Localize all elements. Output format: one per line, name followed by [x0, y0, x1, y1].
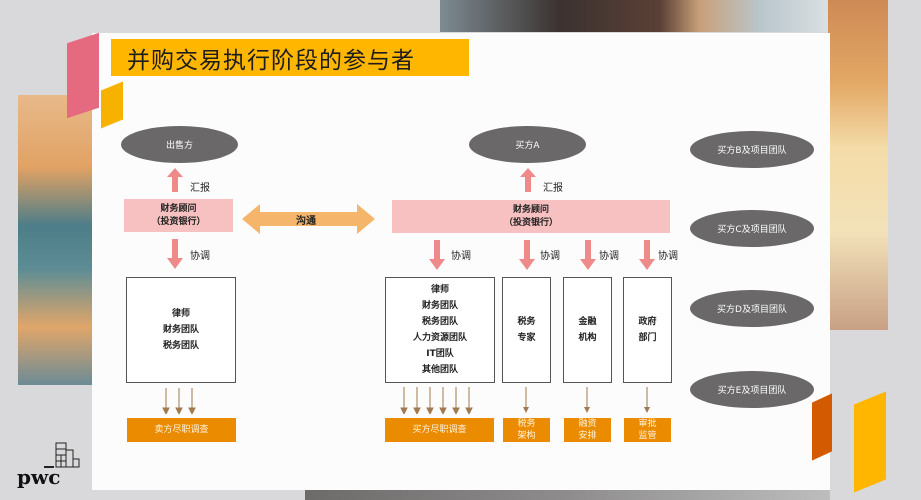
coordinate-arrow-down-icon: [639, 240, 655, 270]
seller-due-diligence-label: 卖方尽职调查: [154, 425, 209, 435]
buyer-team-box: 律师 财务团队 税务团队 人力资源团队 IT团队 其他团队: [385, 277, 495, 383]
team-item: 律师: [430, 285, 449, 295]
buyer-d-oval: 买方D及项目团队: [690, 290, 814, 327]
team-item: 财务团队: [162, 325, 199, 335]
coordinate-arrow-down-icon: [429, 240, 445, 270]
report-arrow-up-icon: [167, 168, 183, 192]
buyer-c-oval: 买方C及项目团队: [690, 210, 814, 247]
tax-expert-box: 税务 专家: [502, 277, 551, 383]
seller-coordinate-label: 协调: [190, 251, 210, 262]
team-item: 财务团队: [421, 301, 458, 311]
seller-report-label: 汇报: [190, 183, 210, 194]
box-line: 税务: [517, 317, 536, 327]
seller-oval: 出售方: [121, 126, 238, 163]
coordinate-label: 协调: [599, 251, 619, 262]
communicate-label: 沟通: [296, 216, 316, 227]
communicate-double-arrow-icon: [242, 204, 375, 234]
pwc-logo: pwc: [17, 465, 61, 489]
seller-team-box: 律师 财务团队 税务团队: [126, 277, 236, 383]
coordinate-arrow-down-icon: [519, 240, 535, 270]
buyer-oval-label: 买方D及项目团队: [717, 305, 787, 315]
approval-regulation-output: 审批 监管: [624, 418, 671, 442]
decor-red-parallelogram: [812, 393, 832, 461]
buyer-oval-label: 买方B及项目团队: [717, 146, 787, 156]
seller-thin-arrows-icon: [162, 388, 196, 414]
coordinate-label: 协调: [540, 251, 560, 262]
buyer-financial-advisor: 财务顾问 （投资银行）: [392, 200, 670, 233]
buyer-e-oval: 买方E及项目团队: [690, 371, 814, 408]
slide-panel: [92, 33, 830, 490]
box-line: 金融: [578, 317, 597, 327]
buyer-thin-arrows-icon: [400, 387, 473, 414]
buyer-oval-label: 买方E及项目团队: [717, 386, 787, 396]
seller-financial-advisor: 财务顾问 （投资银行）: [124, 199, 233, 232]
coordinate-label: 协调: [451, 251, 471, 262]
decor-yellow-parallelogram-right: [854, 391, 886, 493]
background-photo-top: [440, 0, 840, 32]
thin-arrow-down-icon: [523, 387, 529, 413]
thin-arrow-down-icon: [584, 387, 590, 413]
advisor-line-1: 财务顾问: [160, 203, 197, 214]
buyer-a-oval: 买方A: [469, 126, 586, 163]
advisor-line-2: （投资银行）: [151, 216, 206, 227]
team-item: 律师: [171, 309, 190, 319]
team-item: IT团队: [426, 349, 454, 359]
thin-arrow-down-icon: [644, 387, 650, 413]
report-arrow-up-icon: [520, 168, 536, 192]
financial-institution-box: 金融 机构: [563, 277, 612, 383]
financing-arrangement-output: 融资 安排: [564, 418, 611, 442]
seller-due-diligence: 卖方尽职调查: [127, 418, 236, 442]
box-line: 专家: [517, 333, 536, 343]
government-dept-box: 政府 部门: [623, 277, 672, 383]
decor-pink-parallelogram: [67, 32, 99, 119]
background-photo-left: [18, 95, 93, 385]
output-line: 税务: [517, 419, 536, 429]
slide-title-text: 并购交易执行阶段的参与者: [127, 47, 415, 74]
coordinate-arrow-down-icon: [167, 239, 183, 269]
background-photo-right: [828, 0, 888, 330]
buyer-due-diligence: 买方尽职调查: [385, 418, 494, 442]
seller-oval-label: 出售方: [165, 141, 193, 151]
buyer-a-oval-label: 买方A: [515, 141, 540, 151]
output-line: 审批: [638, 419, 657, 429]
coordinate-label: 协调: [658, 251, 678, 262]
buyer-report-label: 汇报: [543, 183, 563, 194]
output-line: 融资: [578, 419, 597, 429]
slide-title: 并购交易执行阶段的参与者: [111, 39, 469, 76]
coordinate-arrow-down-icon: [580, 240, 596, 270]
buyer-b-oval: 买方B及项目团队: [690, 131, 814, 168]
output-line: 架构: [517, 431, 536, 441]
output-line: 监管: [638, 431, 657, 441]
team-item: 人力资源团队: [412, 333, 467, 343]
box-line: 政府: [638, 317, 657, 327]
advisor-line-2: （投资银行）: [503, 217, 558, 228]
team-item: 税务团队: [162, 341, 199, 351]
background-photo-bottom: [305, 490, 830, 500]
advisor-line-1: 财务顾问: [512, 204, 549, 215]
team-item: 税务团队: [421, 317, 458, 327]
output-line: 安排: [578, 431, 597, 441]
box-line: 机构: [578, 333, 597, 343]
box-line: 部门: [638, 333, 657, 343]
pwc-building-icon: [44, 442, 80, 468]
buyer-due-diligence-label: 买方尽职调查: [412, 425, 467, 435]
tax-structure-output: 税务 架构: [503, 418, 550, 442]
team-item: 其他团队: [421, 365, 458, 375]
buyer-oval-label: 买方C及项目团队: [717, 225, 787, 235]
